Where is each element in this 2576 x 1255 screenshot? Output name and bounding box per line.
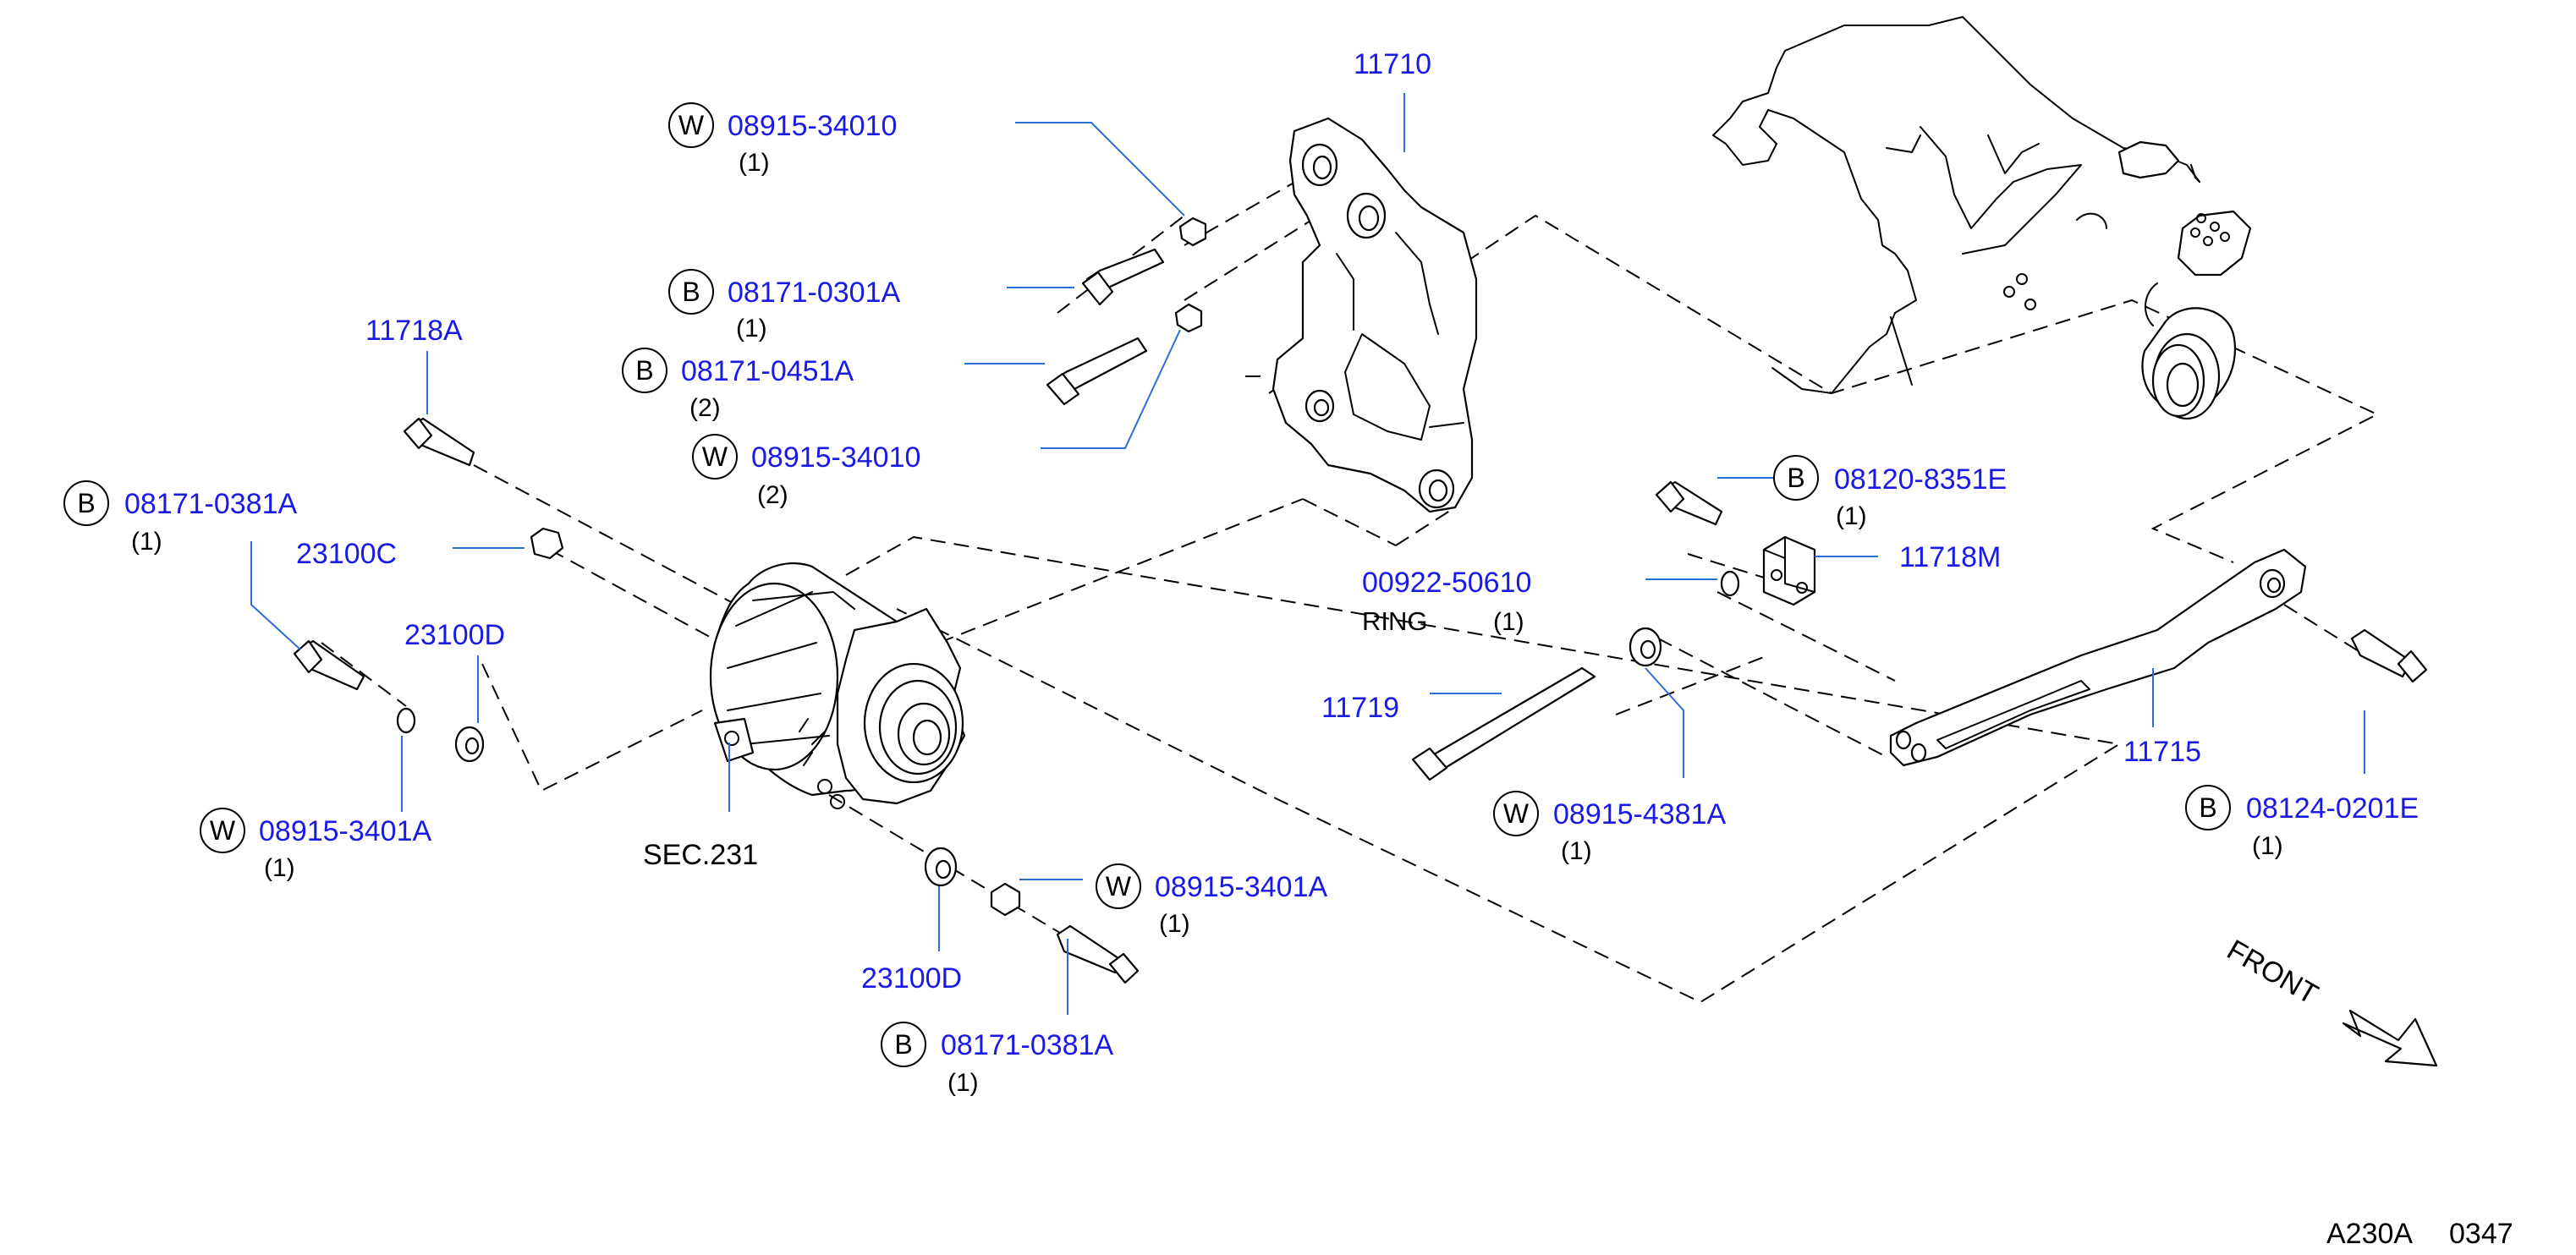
part-number-label: 08171-0381A [941, 1029, 1114, 1061]
badge-letter: W [210, 815, 236, 846]
quantity-label: (1) [1493, 608, 1524, 636]
washer-badge-icon [1096, 863, 1141, 909]
part-number-label: 08915-4381A [1553, 798, 1727, 830]
bolt-badge-icon [1773, 455, 1819, 501]
callout-ring: 00922-50610 RING (1) [1362, 567, 1531, 636]
badge-letter: W [1106, 871, 1132, 902]
footer-code: A230A 0347 [2326, 1218, 2513, 1250]
fasteners [293, 216, 2428, 984]
callout-b1: B 08171-0301A (1) [668, 269, 901, 343]
engine-illustration [1712, 16, 2252, 420]
part-number-label: 08120-8351E [1834, 463, 2007, 496]
callout-b4: B 08171-0381A (1) [881, 1022, 1114, 1097]
front-label: FRONT [2222, 934, 2323, 1011]
part-number-label: 08171-0301A [728, 277, 901, 309]
part-number-label: 08915-3401A [1155, 871, 1328, 903]
part-number-label: 08915-3401A [259, 815, 432, 847]
washer-badge-icon [1493, 791, 1539, 836]
callout-sec-231: SEC.231 [643, 839, 758, 871]
quantity-label: (1) [2252, 832, 2283, 860]
part-number-label: 11719 [1321, 692, 1399, 724]
part-number-label: 08915-34010 [728, 110, 897, 142]
callout-b5: B 08120-8351E (1) [1773, 455, 2007, 530]
bolt-badge-icon [881, 1022, 926, 1067]
bolt-badge-icon [63, 480, 109, 526]
callout-11710: 11710 [1354, 48, 1431, 80]
callout-b6: B 08124-0201E (1) [2185, 785, 2419, 860]
front-arrow-icon [2342, 1009, 2438, 1067]
bolt-badge-icon [668, 269, 714, 315]
part-number-label: 08915-34010 [751, 441, 920, 474]
quantity-label: (1) [739, 149, 770, 177]
callout-w1: W 08915-34010 (1) [668, 102, 897, 177]
callout-w2: W 08915-34010 (2) [692, 434, 920, 509]
part-number-label: 11715 [2123, 736, 2201, 768]
badge-letter: W [678, 110, 705, 140]
bolt-badge-icon [622, 348, 667, 393]
quantity-label: (1) [1561, 837, 1592, 865]
part-number-label: 11718A [365, 315, 463, 347]
part-number-label: 08171-0451A [681, 355, 854, 387]
part-number-label: 23100D [861, 962, 962, 995]
badge-letter: B [635, 355, 653, 386]
quantity-label: (1) [131, 528, 162, 556]
part-number-label: 11710 [1354, 48, 1431, 80]
quantity-label: (1) [947, 1069, 979, 1097]
callout-23100d-left: 23100D [404, 619, 505, 651]
part-number-label: 23100C [296, 538, 397, 570]
badge-letter: B [894, 1029, 912, 1060]
bolt-badge-icon [2185, 785, 2231, 830]
callout-23100c: 23100C [296, 538, 397, 570]
callout-w5: W 08915-4381A (1) [1493, 791, 1727, 865]
callout-23100d-bottom: 23100D [861, 962, 962, 995]
bracket-11710 [1272, 117, 1478, 513]
callout-11718m: 11718M [1899, 541, 2001, 573]
diagram-code: A230A [2326, 1218, 2413, 1250]
badge-letter: B [77, 488, 95, 518]
leader-lines [250, 93, 2365, 1015]
part-number-label: 23100D [404, 619, 505, 651]
badge-letter: B [2199, 792, 2216, 823]
badge-letter: W [1503, 798, 1530, 829]
washer-badge-icon [668, 102, 714, 148]
diagram-page: 0347 [2449, 1218, 2513, 1250]
front-indicator: FRONT [2222, 934, 2438, 1067]
part-number-label: 11718M [1899, 541, 2001, 573]
quantity-label: (1) [264, 854, 295, 882]
callout-11719: 11719 [1321, 692, 1399, 724]
part-number-label: 08124-0201E [2246, 792, 2419, 825]
callout-w4: W 08915-3401A (1) [1096, 863, 1328, 938]
callout-11715: 11715 [2123, 736, 2201, 768]
part-number-label: 00922-50610 [1362, 567, 1531, 599]
callout-w3: W 08915-3401A (1) [200, 808, 432, 882]
part-number-label: 08171-0381A [124, 488, 298, 520]
section-reference-label: SEC.231 [643, 839, 758, 871]
adjust-bar-11715 [1889, 548, 2307, 767]
callout-11718a: 11718A [365, 315, 463, 347]
washer-badge-icon [692, 434, 738, 480]
badge-letter: B [682, 277, 700, 307]
washer-badge-icon [200, 808, 245, 853]
quantity-label: (1) [1159, 910, 1190, 938]
alternator-illustration [709, 562, 966, 809]
callout-b3: B 08171-0381A (1) [63, 480, 298, 556]
badge-letter: W [702, 441, 728, 472]
callout-b2: B 08171-0451A (2) [622, 348, 854, 422]
quantity-label: (2) [757, 481, 788, 509]
quantity-label: (1) [736, 315, 767, 343]
ring-label: RING [1362, 606, 1428, 636]
quantity-label: (2) [689, 394, 721, 422]
quantity-label: (1) [1836, 502, 1867, 530]
badge-letter: B [1787, 463, 1804, 493]
